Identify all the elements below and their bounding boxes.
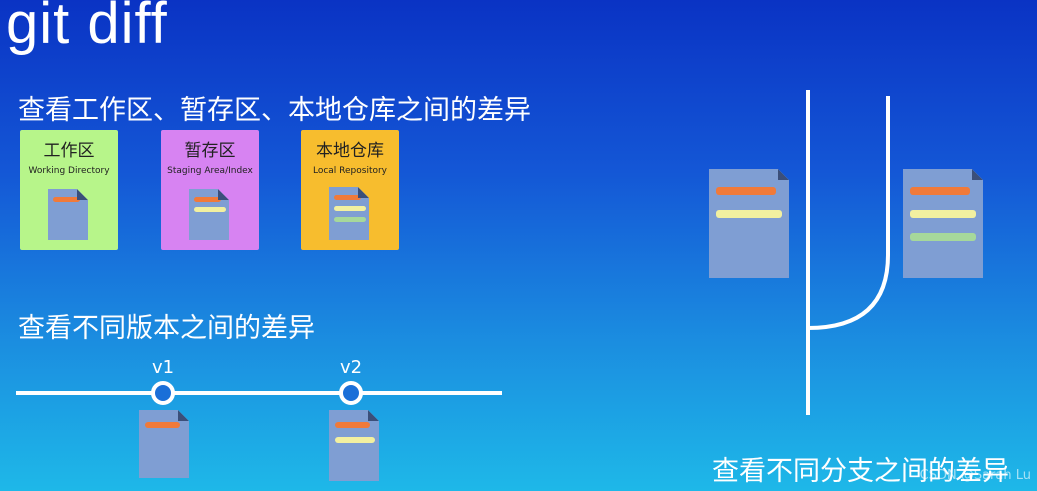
card-subtitle: Staging Area/Index (167, 166, 253, 176)
document-icon (48, 189, 88, 240)
section-heading-version-diff: 查看不同版本之间的差异 (18, 313, 315, 344)
document-icon-v2 (329, 410, 379, 481)
feature-branch-line (807, 96, 890, 330)
version-timeline (16, 381, 502, 405)
watermark: CSDN @Sarah Lu (919, 468, 1031, 483)
card-title: 本地仓库 (316, 141, 384, 161)
card-subtitle: Working Directory (28, 166, 110, 176)
card-local-repository: 本地仓库 Local Repository (301, 130, 399, 250)
card-subtitle: Local Repository (312, 166, 388, 176)
card-staging-area: 暂存区 Staging Area/Index (161, 130, 259, 250)
version-label-v1: v1 (152, 357, 175, 378)
document-icon (189, 189, 229, 240)
document-icon-v1 (139, 410, 189, 478)
version-node-v2 (339, 381, 363, 405)
section-heading-branch-diff: 查看不同分支之间的差异 (712, 456, 1009, 487)
card-title: 工作区 (43, 141, 95, 161)
card-title: 暂存区 (184, 141, 236, 161)
version-node-v1 (151, 381, 175, 405)
version-label-v2: v2 (340, 357, 363, 378)
card-working-directory: 工作区 Working Directory (20, 130, 118, 250)
document-icon (329, 187, 369, 240)
document-icon-branch-a (709, 169, 789, 278)
branch-diagram (806, 90, 890, 415)
section-heading-workspace-diff: 查看工作区、暂存区、本地仓库之间的差异 (18, 95, 531, 126)
slide-title: git diff (6, 0, 168, 56)
document-icon-branch-b (903, 169, 983, 278)
